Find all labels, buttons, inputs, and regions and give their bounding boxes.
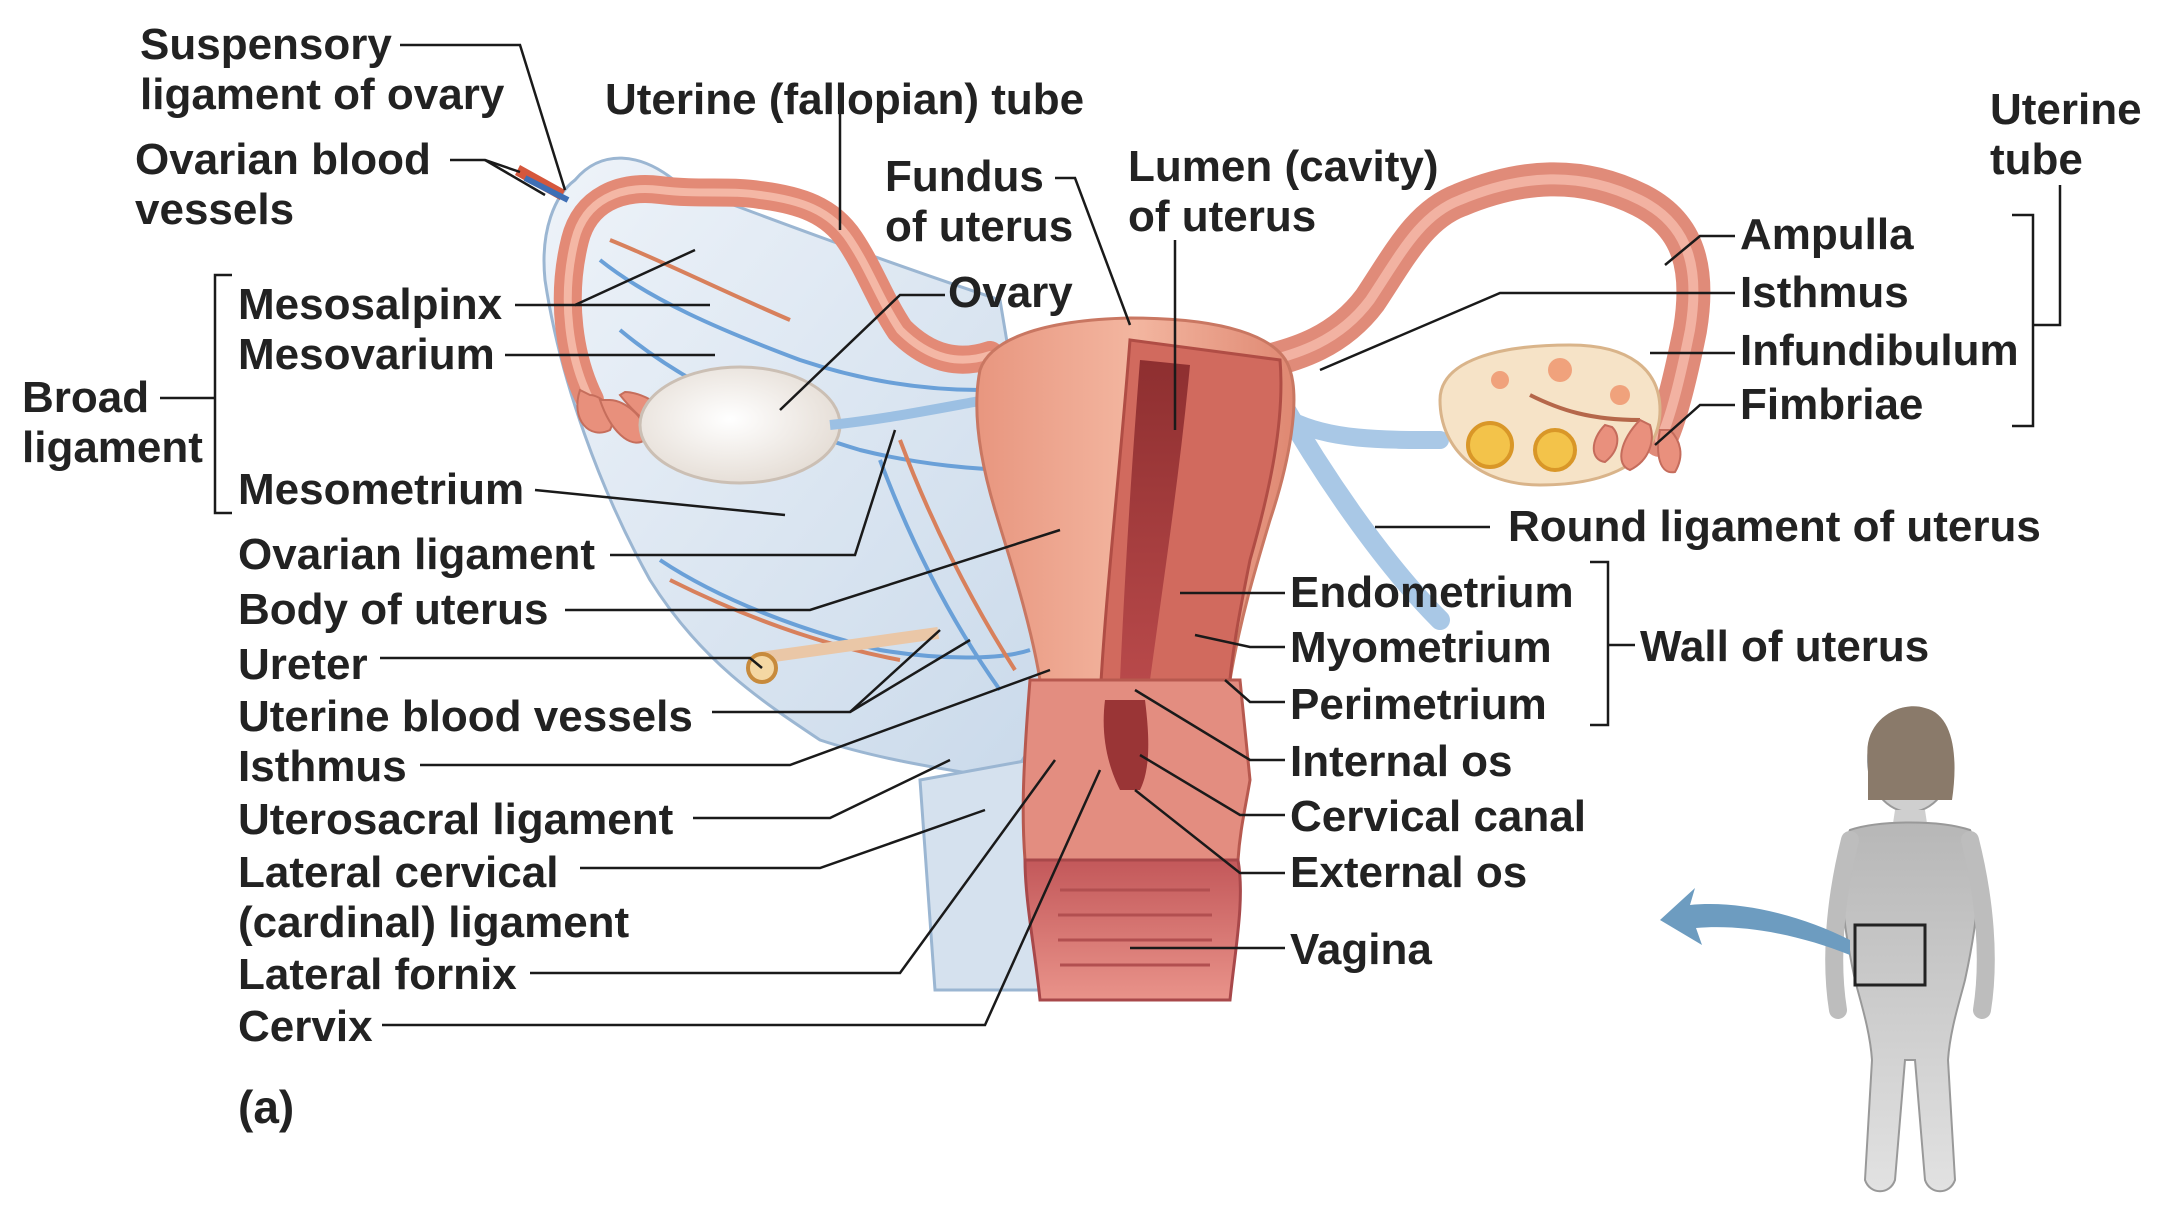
leader-lines bbox=[380, 43, 1735, 1027]
ovarian-ligament-shape bbox=[829, 395, 986, 430]
label-mesovarium: Mesovarium bbox=[238, 330, 495, 379]
label-lumen-cavity: Lumen (cavity) of uterus bbox=[1128, 142, 1439, 241]
label-ureter: Ureter bbox=[238, 640, 368, 689]
label-broad-ligament: Broad ligament bbox=[22, 373, 203, 472]
wall-of-uterus-bracket bbox=[1590, 560, 1610, 727]
label-body-of-uterus: Body of uterus bbox=[238, 585, 549, 634]
panel-label: (a) bbox=[238, 1081, 295, 1133]
ureter-shape bbox=[759, 627, 940, 664]
label-uterine-blood-vessels: Uterine blood vessels bbox=[238, 692, 693, 741]
body-orientation-figure bbox=[1825, 706, 1995, 1193]
label-isthmus-uterus: Isthmus bbox=[238, 742, 407, 791]
label-fundus-of-uterus: Fundus of uterus bbox=[885, 152, 1074, 251]
label-vagina: Vagina bbox=[1290, 925, 1432, 974]
cervical-canal-shape bbox=[1103, 700, 1149, 790]
label-cervical-canal: Cervical canal bbox=[1290, 792, 1586, 841]
label-lateral-fornix: Lateral fornix bbox=[238, 950, 517, 999]
label-isthmus-tube: Isthmus bbox=[1740, 268, 1909, 317]
label-ovarian-blood-vessels: Ovarian blood vessels bbox=[135, 135, 431, 234]
label-round-ligament: Round ligament of uterus bbox=[1508, 502, 2041, 551]
label-suspensory-ligament: Suspensory ligament of ovary bbox=[140, 20, 505, 119]
label-internal-os: Internal os bbox=[1290, 737, 1513, 786]
brackets bbox=[160, 185, 2062, 727]
label-mesosalpinx: Mesosalpinx bbox=[238, 280, 503, 329]
label-perimetrium: Perimetrium bbox=[1290, 680, 1547, 729]
label-uterine-tube: Uterine tube bbox=[1990, 85, 2142, 184]
uterine-tube-bracket bbox=[2012, 213, 2035, 428]
label-mesometrium: Mesometrium bbox=[238, 465, 525, 514]
label-ovary: Ovary bbox=[948, 268, 1073, 317]
label-uterine-fallopian-tube: Uterine (fallopian) tube bbox=[605, 75, 1085, 124]
broad-ligament-bracket bbox=[213, 273, 232, 515]
pelvic-region-box bbox=[1853, 923, 1927, 987]
broad-ligament-vessels bbox=[598, 238, 1031, 692]
orientation-arrow bbox=[1660, 888, 1850, 955]
label-infundibulum: Infundibulum bbox=[1740, 326, 2019, 375]
label-external-os: External os bbox=[1290, 848, 1528, 897]
left-ovary-shape bbox=[638, 365, 842, 485]
label-cervix: Cervix bbox=[238, 1002, 373, 1051]
label-uterosacral-ligament: Uterosacral ligament bbox=[238, 795, 674, 844]
vagina-shape bbox=[1023, 858, 1242, 1002]
label-ampulla: Ampulla bbox=[1740, 210, 1914, 259]
uterus-lumen-shape bbox=[1120, 360, 1190, 680]
label-wall-of-uterus: Wall of uterus bbox=[1640, 622, 1930, 671]
label-fimbriae: Fimbriae bbox=[1740, 380, 1924, 429]
label-ovarian-ligament: Ovarian ligament bbox=[238, 530, 596, 579]
label-myometrium: Myometrium bbox=[1290, 623, 1552, 672]
label-lateral-cervical-ligament: Lateral cervical (cardinal) ligament bbox=[238, 848, 630, 947]
right-fimbriae-shape bbox=[1592, 418, 1682, 474]
label-endometrium: Endometrium bbox=[1290, 568, 1574, 617]
